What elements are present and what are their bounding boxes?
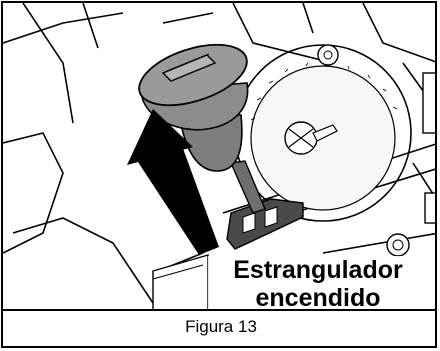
caption-divider bbox=[3, 309, 435, 311]
choke-lever-base bbox=[226, 198, 304, 250]
choke-label-line1: Estrangulador bbox=[233, 256, 403, 284]
pull-up-arrow bbox=[127, 109, 219, 255]
housing-block bbox=[152, 254, 209, 311]
bolt-bottom-right bbox=[386, 233, 410, 257]
figure-caption: Figura 13 bbox=[185, 317, 257, 336]
bolt-top-right bbox=[317, 44, 339, 66]
figure-frame: Estrangulador encendido Figura 13 bbox=[1, 1, 437, 348]
choke-label-line2: encendido bbox=[255, 284, 381, 312]
fuel-cap bbox=[234, 44, 412, 222]
side-bracket bbox=[422, 72, 435, 224]
choke-knob-illustration bbox=[3, 3, 435, 311]
choke-knob-stem bbox=[229, 160, 266, 214]
choke-on-label: Estrangulador encendido bbox=[208, 256, 428, 312]
choke-knob bbox=[138, 43, 249, 172]
